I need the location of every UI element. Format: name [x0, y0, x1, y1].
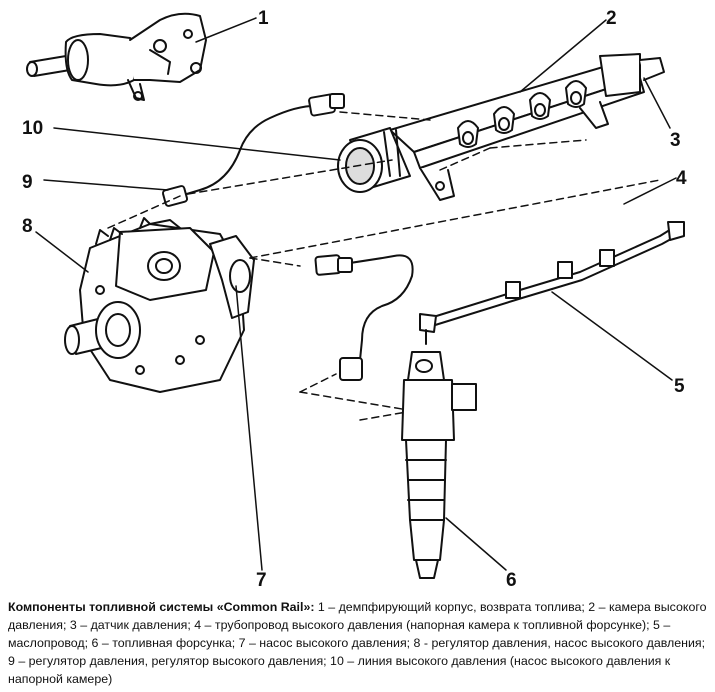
caption-title: Компоненты топливной системы «Common Rai… [8, 600, 315, 614]
callout-7: 7 [256, 570, 267, 591]
callout-4: 4 [676, 168, 687, 189]
callout-3: 3 [670, 130, 681, 151]
damping-housing [26, 12, 207, 101]
caption-text: 1 – демпфирующий корпус, возврата топлив… [8, 600, 707, 686]
callout-2: 2 [606, 8, 617, 29]
callout-9: 9 [22, 172, 33, 193]
callout-6: 6 [506, 570, 517, 591]
callout-1: 1 [258, 8, 269, 29]
high-pressure-pump [64, 217, 255, 393]
callout-10: 10 [22, 118, 43, 139]
callout-5: 5 [674, 376, 685, 397]
fuel-system-diagram: 1 2 3 4 5 6 7 8 9 10 [22, 8, 687, 591]
figure-caption: Компоненты топливной системы «Common Rai… [8, 598, 708, 688]
oil-return-line [419, 221, 685, 345]
callout-numbers: 1 2 3 4 5 6 7 8 9 10 [22, 8, 687, 591]
callout-8: 8 [22, 216, 33, 237]
dashed-guides [107, 111, 661, 421]
fuel-injector [401, 351, 477, 579]
high-pressure-rail [389, 53, 665, 201]
leader-lines [35, 17, 677, 571]
pressure-regulator-line [161, 93, 345, 207]
high-pressure-pipe [314, 254, 414, 381]
